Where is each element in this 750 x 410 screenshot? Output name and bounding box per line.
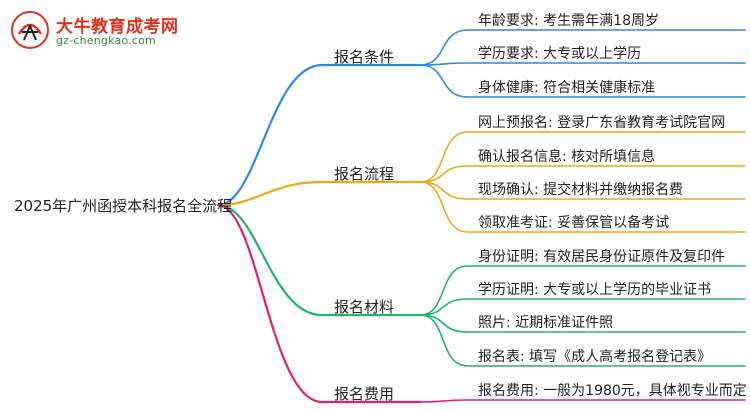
- leaf-label-2-1: 网上预报名: 登录广东省教育考试院官网: [478, 115, 726, 131]
- branch-label-3: 报名材料: [334, 298, 395, 316]
- connector-branch-3-leaf-1: [419, 265, 746, 316]
- connector-root-branch-4: [216, 203, 422, 404]
- connector-branch-2-leaf-1: [419, 131, 746, 183]
- connector-branch-1-leaf-1: [419, 29, 746, 66]
- connector-root-branch-3: [216, 203, 422, 317]
- connector-branch-2-leaf-2: [419, 165, 746, 183]
- brand-logo: 大牛教育成考网 gz-chengkao.com: [6, 8, 206, 54]
- brand-title: 大牛教育成考网: [56, 17, 179, 37]
- branch-label-2: 报名流程: [334, 165, 395, 183]
- leaf-label-2-3: 现场确认: 提交材料并缴纳报名费: [478, 182, 684, 198]
- brand-url: gz-chengkao.com: [56, 34, 156, 47]
- connector-branch-2-leaf-4: [419, 181, 746, 233]
- leaf-label-3-4: 报名表: 填写《成人高考报名登记表》: [478, 349, 712, 365]
- leaf-label-3-3: 照片: 近期标准证件照: [478, 315, 614, 331]
- connector-branch-1-leaf-3: [419, 64, 746, 98]
- leaf-label-1-1: 年龄要求: 考生需年满18周岁: [478, 13, 659, 29]
- leaf-label-2-2: 确认报名信息: 核对所填信息: [478, 149, 656, 165]
- connector-branch-2-leaf-3: [419, 181, 746, 200]
- branch-label-4: 报名费用: [334, 385, 395, 403]
- leaf-label-3-1: 身份证明: 有效居民身份证原件及复印件: [478, 249, 726, 265]
- leaf-label-3-2: 学历证明: 大专或以上学历的毕业证书: [478, 282, 712, 298]
- connector-branch-3-leaf-3: [419, 314, 746, 333]
- leaf-label-2-4: 领取准考证: 妥善保管以备考试: [478, 215, 670, 231]
- root-node: 2025年广州函授本科报名全流程: [14, 197, 233, 215]
- leaf-label-1-2: 学历要求: 大专或以上学历: [478, 46, 642, 62]
- connector-branch-1-leaf-2: [419, 62, 746, 66]
- connector-branch-4-leaf-1: [419, 399, 746, 403]
- leaf-label-4-1: 报名费用: 一般为1980元，具体视专业而定: [478, 383, 747, 399]
- branch-label-1: 报名条件: [334, 48, 395, 66]
- logo-icon: [11, 11, 49, 49]
- connector-branch-3-leaf-4: [419, 314, 746, 367]
- leaf-label-1-3: 身体健康: 符合相关健康标准: [478, 80, 656, 96]
- connector-branch-3-leaf-2: [419, 298, 746, 316]
- connector-root-branch-2: [216, 180, 422, 207]
- connector-root-branch-1: [216, 63, 422, 207]
